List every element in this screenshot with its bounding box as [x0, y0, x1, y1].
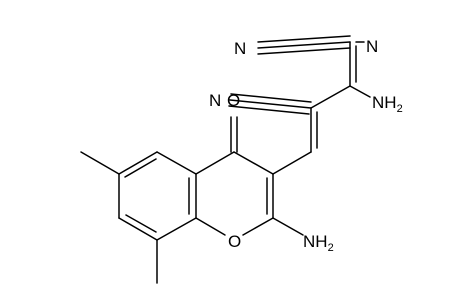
bond [156, 217, 197, 241]
bond [124, 158, 157, 178]
bond [272, 217, 304, 236]
carbonyl-oxygen-label: O [227, 91, 240, 110]
nitrile-groups [228, 35, 365, 115]
amino-diene-text: NH [372, 93, 397, 112]
ring-oxygen-label: O [228, 232, 241, 251]
bond [272, 151, 312, 175]
bond [228, 105, 310, 115]
bond [230, 93, 312, 103]
bond [118, 217, 158, 241]
amino-chromone-text: NH [303, 232, 328, 251]
nitrile-top-left-label: N [234, 39, 246, 58]
bond [257, 47, 351, 55]
side-chain [272, 41, 371, 175]
bond [310, 85, 351, 109]
amino-diene-subscript: 2 [397, 103, 403, 115]
amino-chromone-subscript: 2 [328, 242, 334, 254]
amino-diene-label: NH2 [372, 93, 403, 115]
bond [349, 85, 371, 98]
bond [195, 217, 226, 236]
bond [242, 217, 274, 236]
bond [257, 41, 351, 49]
amino-chromone-label: NH2 [303, 232, 334, 254]
bond [229, 99, 312, 109]
bond [233, 151, 274, 175]
pyranone-ring [195, 116, 274, 236]
benzene-ring [118, 151, 197, 241]
bond [125, 214, 157, 233]
bond [118, 151, 158, 175]
nitrile-top-right-label: N [366, 37, 378, 56]
bond [195, 151, 235, 175]
methyl-bond [80, 151, 120, 175]
bond [257, 35, 351, 43]
nitrile-mid-label: N [209, 91, 221, 110]
bond [156, 151, 197, 175]
